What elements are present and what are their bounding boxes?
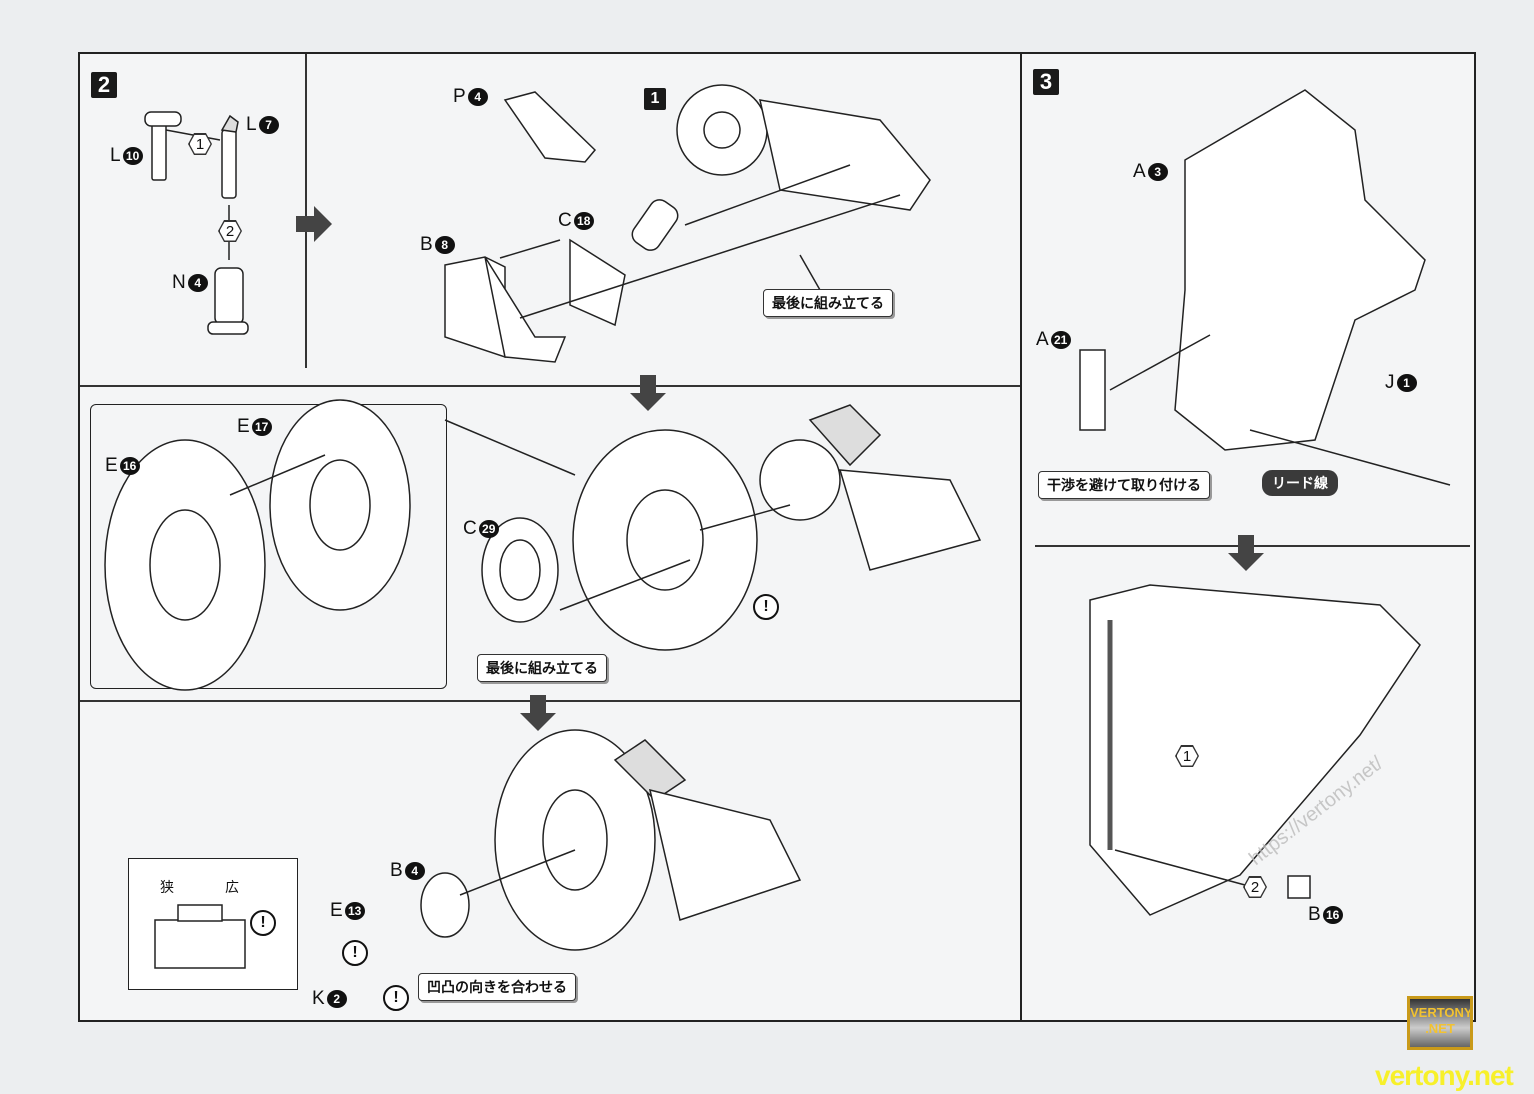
step-number: 3 [1033,69,1059,95]
order-marker: 2 [218,220,242,242]
order-marker: 2 [1243,876,1267,898]
warning-icon: ! [753,594,779,620]
label-wide: 広 [225,879,239,895]
detail-inset [90,404,447,689]
divider [80,385,1020,387]
warning-icon: ! [250,910,276,936]
flow-arrow-down [1228,535,1264,571]
warning-icon: ! [342,940,368,966]
callout-assemble-last: 最後に組み立てる [763,289,893,317]
callout-assemble-last: 最後に組み立てる [477,654,607,682]
callout-align-bumps: 凹凸の向きを合わせる [418,973,576,1001]
warning-icon: ! [383,985,409,1011]
sub-step-number: 1 [644,88,666,110]
divider [80,700,1020,702]
flow-arrow-down [520,695,556,731]
vertony-logo: VERTONY .NET [1407,996,1473,1050]
lead-wire-label: リード線 [1262,470,1338,496]
watermark-site: vertony.net [1375,1060,1514,1091]
order-marker: 1 [188,133,212,155]
callout-avoid-interference: 干渉を避けて取り付ける [1038,471,1210,499]
divider [305,54,307,368]
flow-arrow-down [630,375,666,411]
order-marker: 1 [1175,745,1199,767]
label-narrow: 狭 [160,879,174,895]
flow-arrow-right [296,206,332,242]
step-number: 2 [91,72,117,98]
